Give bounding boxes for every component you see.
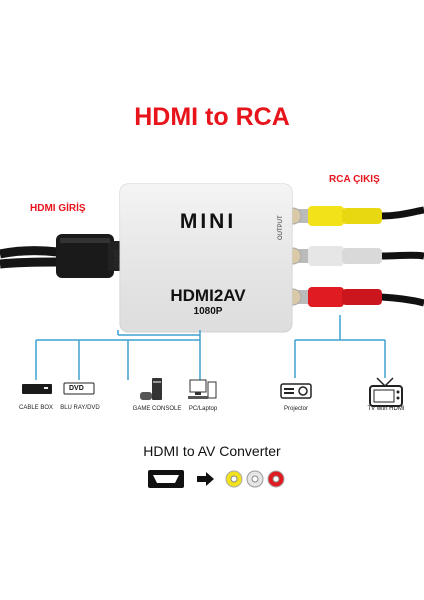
connection-lines [35, 315, 386, 380]
projector-icon [280, 383, 312, 399]
source-label-dvd: BLU RAY/DVD [60, 405, 100, 411]
cable-box-icon [22, 384, 52, 394]
converter-caption: HDMI to AV Converter [143, 443, 281, 459]
device-resolution: 1080P [193, 306, 223, 317]
rca-cables [284, 206, 424, 307]
hdmi-port-icon [148, 470, 184, 488]
source-label-pc: PC/Laptop [188, 406, 218, 412]
pc-laptop-icon [188, 379, 217, 399]
arrow-right-icon [197, 472, 214, 486]
dvd-player-icon [63, 382, 95, 395]
dvd-badge: DVD [69, 385, 84, 392]
rca-yellow-jack-icon [225, 470, 243, 488]
hdmi-input-label: HDMI GİRİŞ [30, 203, 86, 214]
hdmi-cable [0, 234, 124, 278]
output-label-tv: TV with HDMI [367, 406, 405, 412]
game-console-icon [140, 378, 162, 400]
output-label-projector: Projector [283, 406, 308, 412]
rca-output-label: RCA ÇIKIŞ [329, 174, 380, 185]
rca-red-jack-icon [267, 470, 285, 488]
source-label-game-console: GAME CONSOLE [132, 406, 182, 412]
converter-box [119, 183, 293, 333]
page-title: HDMI to RCA [134, 103, 290, 131]
rca-white-jack-icon [246, 470, 264, 488]
device-brand: MINI [179, 210, 237, 233]
tv-icon [369, 377, 403, 407]
device-model: HDMI2AV [170, 286, 246, 305]
source-label-cable-box: CABLE BOX [18, 405, 53, 411]
